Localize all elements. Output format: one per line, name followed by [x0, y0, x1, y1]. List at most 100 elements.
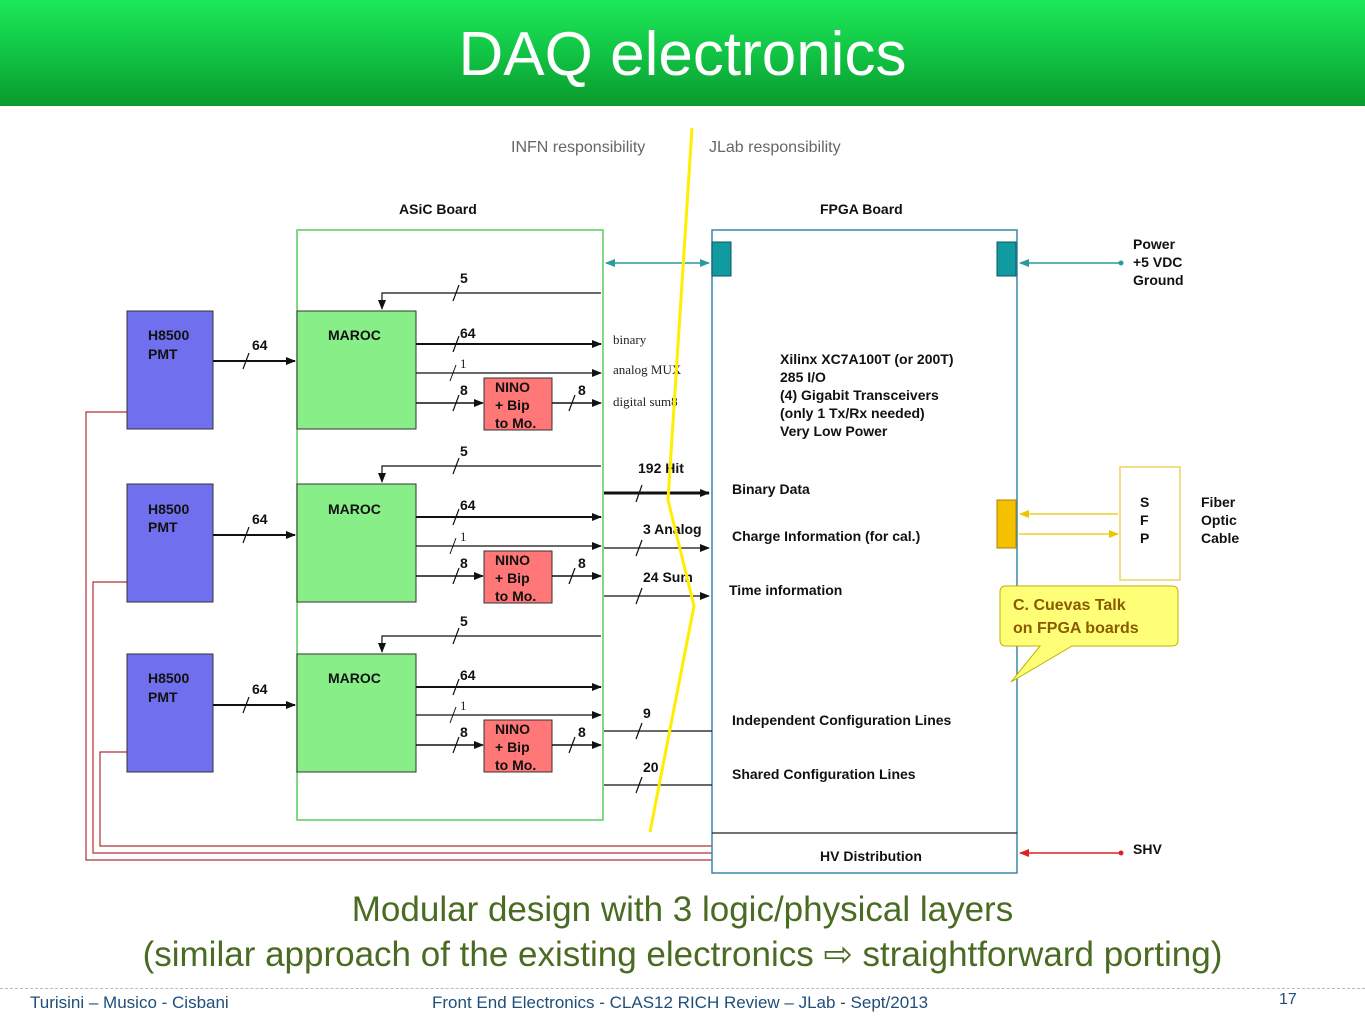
bus-width-1: 1	[460, 529, 467, 544]
fiber-label: Fiber	[1201, 494, 1236, 510]
footer-event: Front End Electronics - CLAS12 RICH Revi…	[432, 993, 929, 1012]
bus-slash	[635, 484, 643, 503]
power-voltage-label: +5 VDC	[1133, 254, 1182, 270]
page-number: 17	[1279, 991, 1297, 1008]
nino-label-sub: to Mo.	[495, 415, 536, 431]
callout-line-1: C. Cuevas Talk	[1013, 597, 1126, 614]
bus-slash	[452, 736, 460, 754]
nino-label-sub: to Mo.	[495, 757, 536, 773]
caption-line-1: Modular design with 3 logic/physical lay…	[351, 890, 1014, 929]
bus-width-8: 8	[578, 382, 586, 398]
nino-label-sub: + Bip	[495, 739, 530, 755]
time-info-label: Time information	[729, 582, 842, 598]
pmt-label: H8500	[148, 501, 189, 517]
pmt-block	[126, 653, 214, 773]
bus-slash	[242, 526, 250, 544]
nino-label-sub: + Bip	[495, 397, 530, 413]
pmt-label-sub: PMT	[148, 689, 178, 705]
hv-distribution-label: HV Distribution	[820, 848, 922, 864]
bus-slash	[452, 678, 460, 696]
bus-width-8: 8	[460, 724, 468, 740]
config-5-line	[378, 292, 601, 310]
nino-block	[483, 377, 553, 431]
footer-divider	[0, 988, 1365, 989]
responsibility-divider	[648, 127, 696, 833]
fpga-connector-left	[711, 241, 732, 277]
slide-title: DAQ electronics	[458, 20, 907, 89]
bus-width-64: 64	[460, 325, 476, 341]
maroc-block	[296, 310, 417, 430]
pmt-bus-width: 64	[252, 681, 268, 697]
hit-bus-label: 192 Hit	[638, 460, 684, 476]
bus-slash	[452, 284, 460, 302]
pmt-label: H8500	[148, 670, 189, 686]
fpga-spec-line: (only 1 Tx/Rx needed)	[780, 405, 925, 421]
fpga-board	[711, 229, 1018, 874]
bus-width-64: 64	[460, 497, 476, 513]
bus-width-1: 1	[460, 356, 467, 371]
fpga-spec-line: Xilinx XC7A100T (or 200T)	[780, 351, 954, 367]
bus-width-64: 64	[460, 667, 476, 683]
bus-width-8: 8	[578, 724, 586, 740]
sfp-connector	[996, 499, 1017, 549]
nino-label: NINO	[495, 721, 530, 737]
channel-1: H8500 PMT 64 MAROC 5 64 binary 1 analog …	[126, 270, 682, 431]
nino-label: NINO	[495, 552, 530, 568]
bus-slash	[449, 537, 457, 555]
independent-config-label: Independent Configuration Lines	[732, 712, 952, 728]
caption-line-2: (similar approach of the existing electr…	[142, 935, 1223, 974]
maroc-label: MAROC	[328, 501, 381, 517]
pmt-bus-width: 64	[252, 511, 268, 527]
bus-slash	[568, 567, 576, 585]
bus-width-5: 5	[460, 443, 468, 459]
bus-slash	[635, 776, 643, 794]
title-bar: DAQ electronics	[0, 0, 1365, 106]
maroc-label: MAROC	[328, 670, 381, 686]
pmt-label: H8500	[148, 327, 189, 343]
maroc-block	[296, 483, 417, 603]
nino-block	[483, 550, 553, 604]
jlab-responsibility-label: JLab responsibility	[709, 139, 841, 156]
bus-slash	[242, 352, 250, 370]
shared-config-width: 20	[643, 759, 659, 775]
output-analog-label: analog MUX	[613, 362, 682, 377]
config-5-line	[378, 635, 601, 653]
shv-node	[1118, 850, 1124, 856]
bus-width-8: 8	[578, 555, 586, 571]
pmt-label-sub: PMT	[148, 346, 178, 362]
pmt-block	[126, 483, 214, 603]
maroc-block	[296, 653, 417, 773]
bus-slash	[568, 394, 576, 412]
sum-bus-label: 24 Sum	[643, 569, 693, 585]
independent-config-width: 9	[643, 705, 651, 721]
nino-label-sub: to Mo.	[495, 588, 536, 604]
bus-width-5: 5	[460, 613, 468, 629]
bus-slash	[635, 587, 643, 605]
bus-slash	[242, 696, 250, 714]
sfp-module	[1119, 466, 1181, 581]
sfp-letter-p: P	[1140, 530, 1149, 546]
analog-bus-label: 3 Analog	[643, 521, 702, 537]
bus-slash	[449, 706, 457, 724]
binary-data-label: Binary Data	[732, 481, 810, 497]
nino-label-sub: + Bip	[495, 570, 530, 586]
fiber-cable-label: Cable	[1201, 530, 1239, 546]
bus-slash	[452, 508, 460, 526]
fiber-optic-label: Optic	[1201, 512, 1237, 528]
pmt-label-sub: PMT	[148, 519, 178, 535]
power-ground-label: Ground	[1133, 272, 1184, 288]
bus-slash	[449, 364, 457, 382]
channel-2: H8500 PMT 64 MAROC 5 64 1 8 NINO + Bip t…	[126, 443, 602, 604]
pmt-bus-width: 64	[252, 337, 268, 353]
sfp-letter-s: S	[1140, 494, 1149, 510]
bus-slash	[452, 335, 460, 353]
output-digital-label: digital sum8	[613, 394, 678, 409]
infn-responsibility-label: INFN responsibility	[511, 139, 645, 156]
output-binary-label: binary	[613, 332, 647, 347]
fpga-spec-line: 285 I/O	[780, 369, 826, 385]
asic-fpga-buses: 192 Hit 3 Analog 24 Sum 9 20	[604, 460, 712, 794]
nino-block	[483, 719, 553, 773]
config-5-line	[378, 465, 601, 483]
bus-slash	[635, 539, 643, 557]
